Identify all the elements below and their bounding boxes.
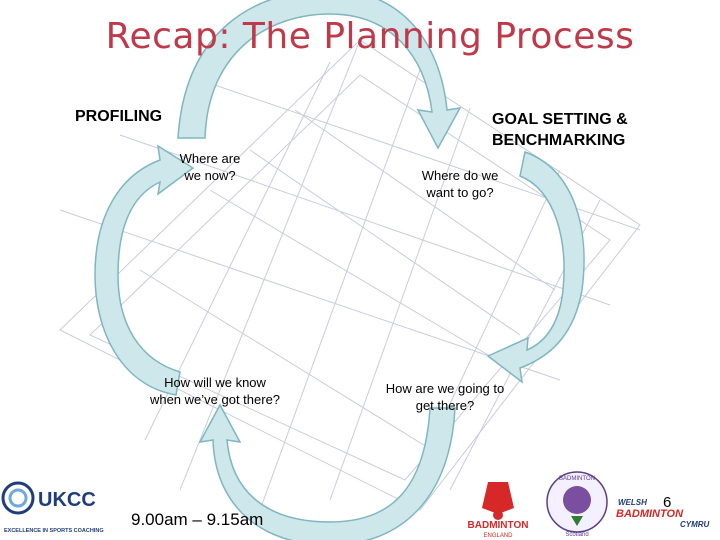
arrow-bottom <box>198 403 456 540</box>
badminton-england-sub: ENGLAND <box>483 533 513 539</box>
heading-profiling: PROFILING <box>75 106 162 127</box>
badminton-england-logo: BADMINTON ENGLAND <box>448 470 548 540</box>
question-how-know-line1: How will we know <box>164 375 266 390</box>
heading-goal-setting: GOAL SETTING & BENCHMARKING <box>492 109 628 151</box>
ukcc-name: UKCC <box>38 489 96 511</box>
question-where-now-line2: we now? <box>184 168 236 183</box>
ukcc-logo-mark: UKCC EXCELLENCE IN SPORTS COACHING <box>1 481 104 534</box>
question-where-now-line1: Where are <box>179 151 241 166</box>
welsh-text-3: CYMRU <box>680 520 710 529</box>
arrow-top <box>177 0 462 150</box>
badminton-scotland-mark: BADMINTON Scotland <box>546 471 608 538</box>
question-how-know-line2: when we’ve got there? <box>149 392 281 407</box>
question-how-get-line2: get there? <box>415 398 475 413</box>
ukcc-logo: UKCC EXCELLENCE IN SPORTS COACHING <box>0 476 112 540</box>
badminton-england-text: BADMINTON <box>468 520 529 531</box>
badminton-scotland-sub: Scotland <box>565 532 588 538</box>
question-where-go-line1: Where do we <box>421 168 499 183</box>
question-where-go-line2: want to go? <box>426 185 494 200</box>
question-how-know: How will we know when we’ve got there? <box>140 374 290 408</box>
welsh-badminton-mark: WELSH BADMINTON CYMRU <box>616 498 710 529</box>
badminton-scotland-logo: BADMINTON Scotland <box>545 464 610 540</box>
arrow-left <box>94 144 195 396</box>
badminton-scotland-text: BADMINTON <box>559 476 595 482</box>
badminton-england-mark: BADMINTON ENGLAND <box>468 482 529 539</box>
welsh-text-1: WELSH <box>618 498 647 507</box>
arrow-right <box>486 151 585 384</box>
ukcc-tagline: EXCELLENCE IN SPORTS COACHING <box>4 528 104 534</box>
slide-title: Recap: The Planning Process <box>105 16 635 57</box>
question-how-get: How are we going to get there? <box>365 380 525 414</box>
welsh-text-2: BADMINTON <box>616 508 684 520</box>
page-number: 6 <box>663 494 672 511</box>
question-where-now: Where are we now? <box>150 150 270 184</box>
question-where-go: Where do we want to go? <box>400 167 520 201</box>
heading-goal-line2: BENCHMARKING <box>492 132 626 149</box>
heading-profiling-label: PROFILING <box>75 108 163 125</box>
question-how-get-line1: How are we going to <box>385 381 505 396</box>
welsh-badminton-logo: WELSH BADMINTON CYMRU <box>612 492 718 532</box>
heading-goal-line1: GOAL SETTING & <box>492 111 628 128</box>
session-time: 9.00am – 9.15am <box>131 510 264 529</box>
